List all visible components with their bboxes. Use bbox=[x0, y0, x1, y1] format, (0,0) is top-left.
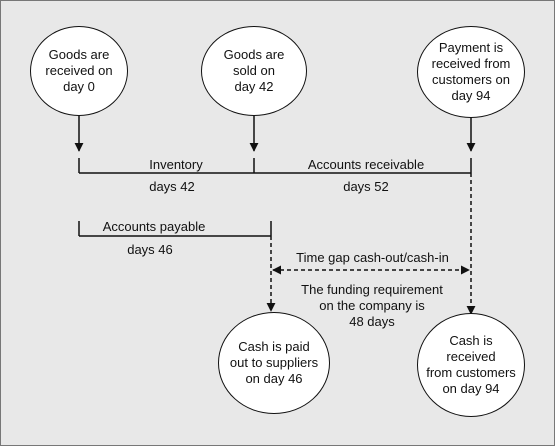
label-accounts-payable: Accounts payable bbox=[102, 219, 206, 234]
node-cash-paid-out: Cash is paid out to suppliers on day 46 bbox=[218, 312, 330, 414]
node-cash-received: Cash is received from customers on day 9… bbox=[417, 313, 525, 417]
node-goods-sold: Goods are sold on day 42 bbox=[201, 26, 307, 116]
label-funding-requirement: The funding requirement on the company i… bbox=[301, 282, 443, 329]
label-payable-days: days 46 bbox=[127, 242, 173, 257]
node-payment-received: Payment is received from customers on da… bbox=[417, 26, 525, 118]
label-inventory-days: days 42 bbox=[149, 179, 195, 194]
label-accounts-receivable: Accounts receivable bbox=[307, 157, 425, 172]
node-goods-received: Goods are received on day 0 bbox=[30, 26, 128, 116]
label-time-gap: Time gap cash-out/cash-in bbox=[296, 250, 449, 265]
label-receivable-days: days 52 bbox=[343, 179, 389, 194]
label-inventory: Inventory bbox=[149, 157, 203, 172]
